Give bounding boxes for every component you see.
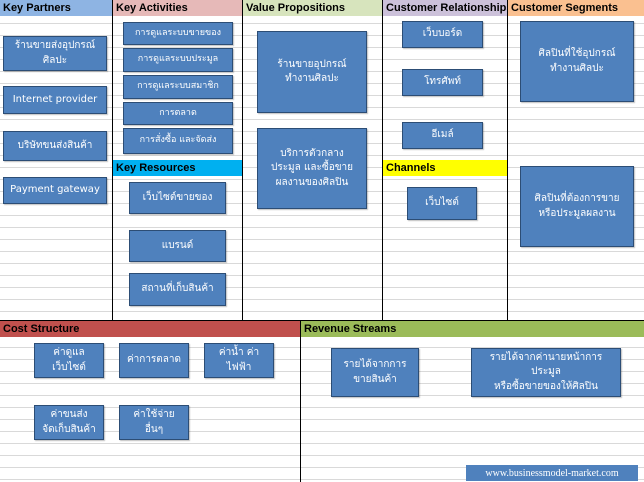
partner-box: บริษัทขนส่งสินค้า <box>3 131 107 161</box>
key-resources-header: Key Resources <box>113 160 242 176</box>
revenue-streams-header: Revenue Streams <box>301 321 644 337</box>
cost-structure-section: Cost Structure ค่าดูแล เว็บไซต์ ค่าการตล… <box>0 321 301 482</box>
customer-segments-header: Customer Segments <box>508 0 644 16</box>
revenue-box: รายได้จากการ ขายสินค้า <box>331 348 419 397</box>
key-resources-section: Key Resources เว็บไซต์ขายของ แบรนด์ สถาน… <box>113 160 243 321</box>
value-propositions-section: Value Propositions ร้านขายอุปกรณ์ ทำงานศ… <box>243 0 383 321</box>
segment-box: ศิลปินที่ใช้อุปกรณ์ ทำงานศิลปะ <box>520 21 634 102</box>
partner-box: ร้านขายส่งอุปกรณ์ ศิลปะ <box>3 36 107 71</box>
cost-box: ค่าน้ำ ค่า ไฟฟ้า <box>204 343 274 378</box>
segment-box: ศิลปินที่ต้องการขาย หรือประมูลผลงาน <box>520 166 634 247</box>
cost-box: ค่าดูแล เว็บไซต์ <box>34 343 104 378</box>
resource-box: เว็บไซต์ขายของ <box>129 182 226 214</box>
value-box: บริการตัวกลาง ประมูล และซื้อขาย ผลงานของ… <box>257 128 367 209</box>
key-partners-section: Key Partners ร้านขายส่งอุปกรณ์ ศิลปะ Int… <box>0 0 113 321</box>
activity-box: การดูแลระบบขายของ <box>123 22 233 45</box>
customer-segments-section: Customer Segments ศิลปินที่ใช้อุปกรณ์ ทำ… <box>508 0 644 321</box>
revenue-box: รายได้จากค่านายหน้าการประมูล หรือซื้อขาย… <box>471 348 621 397</box>
customer-relationships-header: Customer Relationships <box>383 0 507 16</box>
resource-box: แบรนด์ <box>129 230 226 262</box>
activity-box: การดูแลระบบประมูล <box>123 48 233 72</box>
activity-box: การตลาด <box>123 102 233 125</box>
relationship-box: อีเมล์ <box>402 122 483 149</box>
activity-box: การดูแลระบบสมาชิก <box>123 75 233 99</box>
revenue-streams-section: Revenue Streams รายได้จากการ ขายสินค้า ร… <box>301 321 644 482</box>
relationship-box: โทรศัพท์ <box>402 69 483 96</box>
partner-box: Internet provider <box>3 86 107 114</box>
customer-relationships-section: Customer Relationships เว็บบอร์ด โทรศัพท… <box>383 0 508 160</box>
resource-box: สถานที่เก็บสินค้า <box>129 273 226 306</box>
key-activities-header: Key Activities <box>113 0 242 16</box>
key-activities-section: Key Activities การดูแลระบบขายของ การดูแล… <box>113 0 243 160</box>
partner-box: Payment gateway <box>3 177 107 204</box>
value-box: ร้านขายอุปกรณ์ ทำงานศิลปะ <box>257 31 367 113</box>
relationship-box: เว็บบอร์ด <box>402 21 483 48</box>
activity-box: การสั่งซื้อ และจัดส่ง <box>123 128 233 154</box>
cost-structure-header: Cost Structure <box>0 321 300 337</box>
channel-box: เว็บไซต์ <box>407 187 477 220</box>
channels-section: Channels เว็บไซต์ <box>383 160 508 321</box>
cost-box: ค่าใช้จ่าย อื่นๆ <box>119 405 189 440</box>
key-partners-header: Key Partners <box>0 0 112 16</box>
cost-box: ค่าขนส่ง จัดเก็บสินค้า <box>34 405 104 440</box>
cost-box: ค่าการตลาด <box>119 343 189 378</box>
channels-header: Channels <box>383 160 507 176</box>
value-propositions-header: Value Propositions <box>243 0 382 16</box>
footer-url: www.businessmodel-market.com <box>466 465 638 481</box>
